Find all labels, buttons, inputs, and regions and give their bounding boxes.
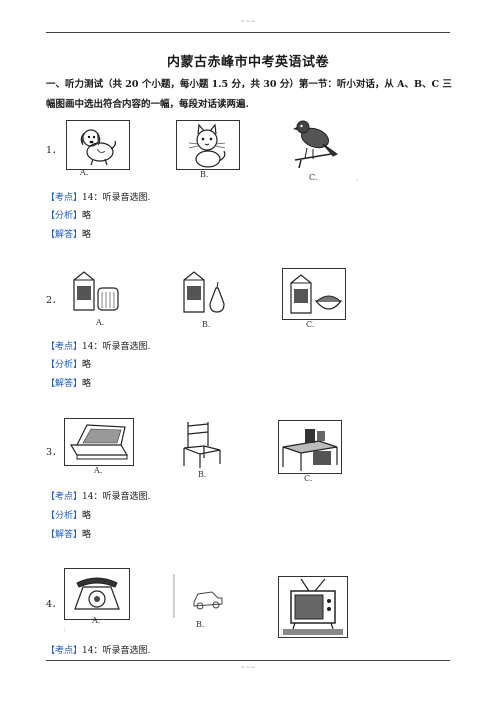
option-picture-b[interactable] xyxy=(176,266,232,318)
kaodian-text: 14：听录音选图. xyxy=(82,492,151,502)
bird-icon xyxy=(293,120,338,169)
fenxi-text: 略 xyxy=(82,211,92,221)
option-letter: A. xyxy=(96,318,105,327)
option-letter: A. xyxy=(94,466,103,475)
fenxi-line: 【分析】略 xyxy=(46,510,91,522)
milk-bread-icon xyxy=(73,271,119,311)
jieda-label: 【解答】 xyxy=(46,379,83,389)
fenxi-text: 略 xyxy=(82,511,92,521)
option-letter: B. xyxy=(198,470,207,479)
jieda-line: 【解答】略 xyxy=(46,529,91,541)
fenxi-line: 【分析】略 xyxy=(46,359,91,371)
dog-icon xyxy=(80,129,117,166)
kaodian-text: 14：听录音选图. xyxy=(82,646,151,656)
section-heading: 一、听力测试（共 20 个小题，每小题 1.5 分，共 30 分）第一节：听小对… xyxy=(46,79,452,110)
telephone-icon xyxy=(74,577,120,610)
chair-icon xyxy=(183,422,221,468)
kaodian-label: 【考点】 xyxy=(46,193,83,203)
option-letter: B. xyxy=(196,620,205,629)
option-letter: B. xyxy=(202,320,211,329)
suitcase-icon xyxy=(69,424,129,460)
option-picture-c[interactable] xyxy=(282,268,346,320)
option-letter: B. xyxy=(200,170,209,179)
kaodian-label: 【考点】 xyxy=(46,492,83,502)
milk-pear-icon xyxy=(183,271,225,313)
option-picture-a[interactable] xyxy=(66,120,130,170)
kaodian-label: 【考点】 xyxy=(46,342,83,352)
option-letter: C. xyxy=(309,173,318,182)
kaodian-text: 14：听录音选图. xyxy=(82,342,151,352)
kaodian-line: 【考点】14：听录音选图. xyxy=(46,341,150,353)
option-picture-b[interactable] xyxy=(172,572,234,620)
scan-mark: : xyxy=(356,177,359,184)
option-picture-a[interactable] xyxy=(64,568,130,620)
question-number: 3． xyxy=(46,447,62,458)
desk-icon xyxy=(282,429,338,471)
option-picture-c[interactable] xyxy=(283,114,341,170)
kaodian-text: 14：听录音选图. xyxy=(82,193,151,203)
option-picture-a[interactable] xyxy=(64,266,124,316)
fenxi-text: 略 xyxy=(82,360,92,370)
fenxi-label: 【分析】 xyxy=(46,511,83,521)
fenxi-line: 【分析】略 xyxy=(46,210,91,222)
page-title: 内蒙古赤峰市中考英语试卷 xyxy=(166,55,329,70)
jieda-label: 【解答】 xyxy=(46,230,83,240)
fenxi-label: 【分析】 xyxy=(46,211,83,221)
option-letter: C. xyxy=(304,474,313,483)
jieda-text: 略 xyxy=(82,530,92,540)
scan-mark: ; xyxy=(64,626,67,633)
jieda-label: 【解答】 xyxy=(46,530,83,540)
header-mark: ~~~ xyxy=(240,18,256,25)
option-picture-b[interactable] xyxy=(176,120,240,170)
television-icon xyxy=(283,578,343,635)
option-picture-b[interactable] xyxy=(174,418,232,470)
kaodian-line: 【考点】14：听录音选图. xyxy=(46,645,150,657)
jieda-text: 略 xyxy=(82,230,92,240)
milk-rice-icon xyxy=(290,274,343,314)
footer-rule xyxy=(46,660,450,661)
jieda-line: 【解答】略 xyxy=(46,378,91,390)
question-number: 2． xyxy=(46,295,62,306)
option-letter: A. xyxy=(92,616,101,625)
question-number: 1． xyxy=(46,145,62,156)
option-picture-a[interactable] xyxy=(64,418,134,466)
jieda-line: 【解答】略 xyxy=(46,229,91,241)
question-number: 4． xyxy=(46,599,62,610)
option-picture-c[interactable] xyxy=(278,420,342,474)
option-picture-c[interactable] xyxy=(278,576,348,638)
option-letter: A. xyxy=(80,168,89,177)
kaodian-label: 【考点】 xyxy=(46,646,83,656)
option-letter: C. xyxy=(306,320,315,329)
jieda-text: 略 xyxy=(82,379,92,389)
header-rule xyxy=(46,32,450,33)
kaodian-line: 【考点】14：听录音选图. xyxy=(46,491,150,503)
cat-icon xyxy=(188,123,226,168)
footer-mark: ~~~ xyxy=(240,664,256,671)
fenxi-label: 【分析】 xyxy=(46,360,83,370)
kaodian-line: 【考点】14：听录音选图. xyxy=(46,192,150,204)
car-icon xyxy=(173,574,223,618)
